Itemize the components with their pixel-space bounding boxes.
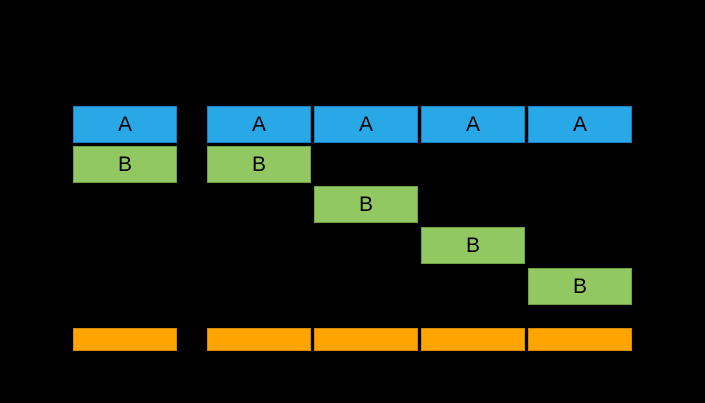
container-a-run-5-label: A [572, 113, 587, 136]
container-a-run-5: A [528, 106, 632, 143]
container-a-run-4-label: A [465, 113, 480, 136]
container-a-run-4: A [421, 106, 525, 143]
timeline-segment-4 [421, 328, 525, 351]
container-b-run-4: B [421, 227, 525, 264]
container-a-run-2: A [207, 106, 311, 143]
container-b-run-1-label: B [117, 153, 132, 176]
container-b-run-3: B [314, 186, 418, 223]
timeline-segment-3 [314, 328, 418, 351]
container-a-run-3: A [314, 106, 418, 143]
container-b-run-4-label: B [465, 234, 480, 257]
container-a-run-1-label: A [117, 113, 132, 136]
container-a-run-2-label: A [251, 113, 266, 136]
container-a-run-3-label: A [358, 113, 373, 136]
container-b-run-3-label: B [358, 193, 373, 216]
container-b-run-5-label: B [572, 275, 587, 298]
container-b-run-1: B [73, 146, 177, 183]
container-b-run-5: B [528, 268, 632, 305]
timeline-segment-5 [528, 328, 632, 351]
container-b-run-2-label: B [251, 153, 266, 176]
container-a-run-1: A [73, 106, 177, 143]
timeline-segment-1 [73, 328, 177, 351]
container-b-run-2: B [207, 146, 311, 183]
timeline-segment-2 [207, 328, 311, 351]
